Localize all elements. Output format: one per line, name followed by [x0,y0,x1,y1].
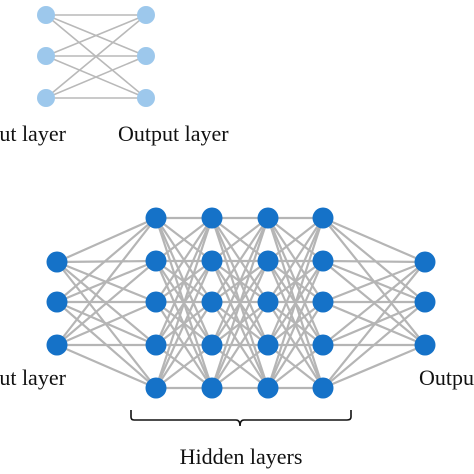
single-layer-network [37,6,155,107]
neuron-hidden-3-3 [257,291,279,313]
connection-input-3-to-hidden-1-2 [56,260,157,346]
connection-input-3-to-hidden-1-5 [56,343,157,390]
connection-input-1-to-hidden-1-2 [56,259,157,264]
connection-hidden-3-5-to-hidden-4-4 [267,344,324,389]
connection-input-1-to-hidden-1-5 [56,261,157,389]
connection-hidden-2-5-to-hidden-3-3 [211,301,269,389]
connection-hidden-2-3-to-hidden-3-1 [211,217,269,303]
neuron-hidden-2-4 [201,334,223,356]
neuron-output-3 [137,89,155,107]
connection-hidden-3-5-to-hidden-4-1 [266,217,325,389]
connection-hidden-4-5-to-output-3 [322,343,426,390]
connection-input-3-to-output-2 [45,55,147,99]
neuron-input-1 [46,251,68,273]
neuron-output-2 [414,291,436,313]
neuron-output-3 [414,334,436,356]
connection-input-2-to-output-1 [45,14,147,57]
connection-hidden-4-5-to-output-2 [322,301,426,389]
top-output-layer-label: Output layer [118,121,229,146]
neuron-hidden-1-4 [145,334,167,356]
connection-input-3-to-hidden-1-1 [56,217,157,346]
neuron-output-2 [137,47,155,65]
connection-hidden-2-2-to-hidden-3-1 [211,217,269,262]
neuron-hidden-1-2 [145,250,167,272]
neuron-input-2 [46,291,68,313]
top-input-layer-label: Input layer [0,121,67,146]
neuron-hidden-4-3 [312,291,334,313]
neuron-hidden-3-4 [257,334,279,356]
connection-hidden-4-3-to-output-1 [322,260,426,304]
connection-hidden-2-5-to-hidden-3-2 [210,260,270,389]
bottom-output-layer-label: Output layer [419,365,474,390]
deep-network [46,207,436,399]
neuron-output-1 [137,6,155,24]
neuron-hidden-2-5 [201,377,223,399]
neuron-hidden-3-5 [257,377,279,399]
connection-hidden-1-5-to-hidden-2-4 [155,344,213,389]
neuron-hidden-2-2 [201,250,223,272]
neuron-input-2 [37,47,55,65]
neuron-input-1 [37,6,55,24]
neuron-hidden-4-5 [312,377,334,399]
connection-hidden-4-4-to-output-1 [322,261,426,346]
connection-hidden-1-5-to-hidden-2-2 [154,260,214,389]
bottom-input-layer-label: Input layer [0,365,67,390]
neuron-hidden-1-3 [145,291,167,313]
hidden-layers-brace [130,410,352,427]
connection-hidden-1-5-to-hidden-2-3 [155,301,213,389]
neuron-hidden-3-1 [257,207,279,229]
neuron-hidden-4-2 [312,250,334,272]
connection-input-3-to-output-1 [45,14,147,99]
neuron-hidden-2-1 [201,207,223,229]
connection-hidden-4-1-to-output-2 [322,217,426,303]
neuron-hidden-4-1 [312,207,334,229]
single-layer-connections [45,14,147,99]
connection-hidden-1-2-to-hidden-2-1 [155,217,213,262]
deep-network-connections [56,216,426,390]
neuron-hidden-1-5 [145,377,167,399]
connection-hidden-3-4-to-hidden-4-1 [266,217,325,346]
connection-hidden-4-1-to-output-1 [322,216,426,264]
connection-hidden-1-3-to-hidden-2-1 [155,217,213,303]
hidden-layers-label: Hidden layers [180,444,303,469]
connection-input-1-to-hidden-1-1 [56,216,157,264]
deep-network-neurons [46,207,436,399]
connection-hidden-1-4-to-hidden-2-1 [154,217,214,346]
connection-hidden-2-4-to-hidden-3-1 [210,217,270,346]
connection-hidden-2-5-to-hidden-3-1 [210,217,270,389]
neuron-input-3 [37,89,55,107]
neuron-output-1 [414,251,436,273]
neuron-hidden-4-4 [312,334,334,356]
neuron-hidden-1-1 [145,207,167,229]
neuron-hidden-3-2 [257,250,279,272]
connection-hidden-4-2-to-output-1 [322,259,426,264]
connection-hidden-3-2-to-hidden-4-1 [267,217,324,262]
connection-hidden-3-5-to-hidden-4-3 [267,301,324,389]
connection-hidden-3-5-to-hidden-4-2 [266,260,325,389]
connection-hidden-1-5-to-hidden-2-1 [154,217,214,389]
connection-input-2-to-hidden-1-1 [56,217,157,303]
neuron-hidden-2-3 [201,291,223,313]
connection-hidden-3-3-to-hidden-4-1 [267,217,324,303]
neuron-input-3 [46,334,68,356]
single-layer-neurons [37,6,155,107]
connection-input-3-to-hidden-1-3 [56,300,157,347]
connection-hidden-2-5-to-hidden-3-4 [211,344,269,389]
connection-hidden-4-5-to-output-1 [322,261,426,389]
